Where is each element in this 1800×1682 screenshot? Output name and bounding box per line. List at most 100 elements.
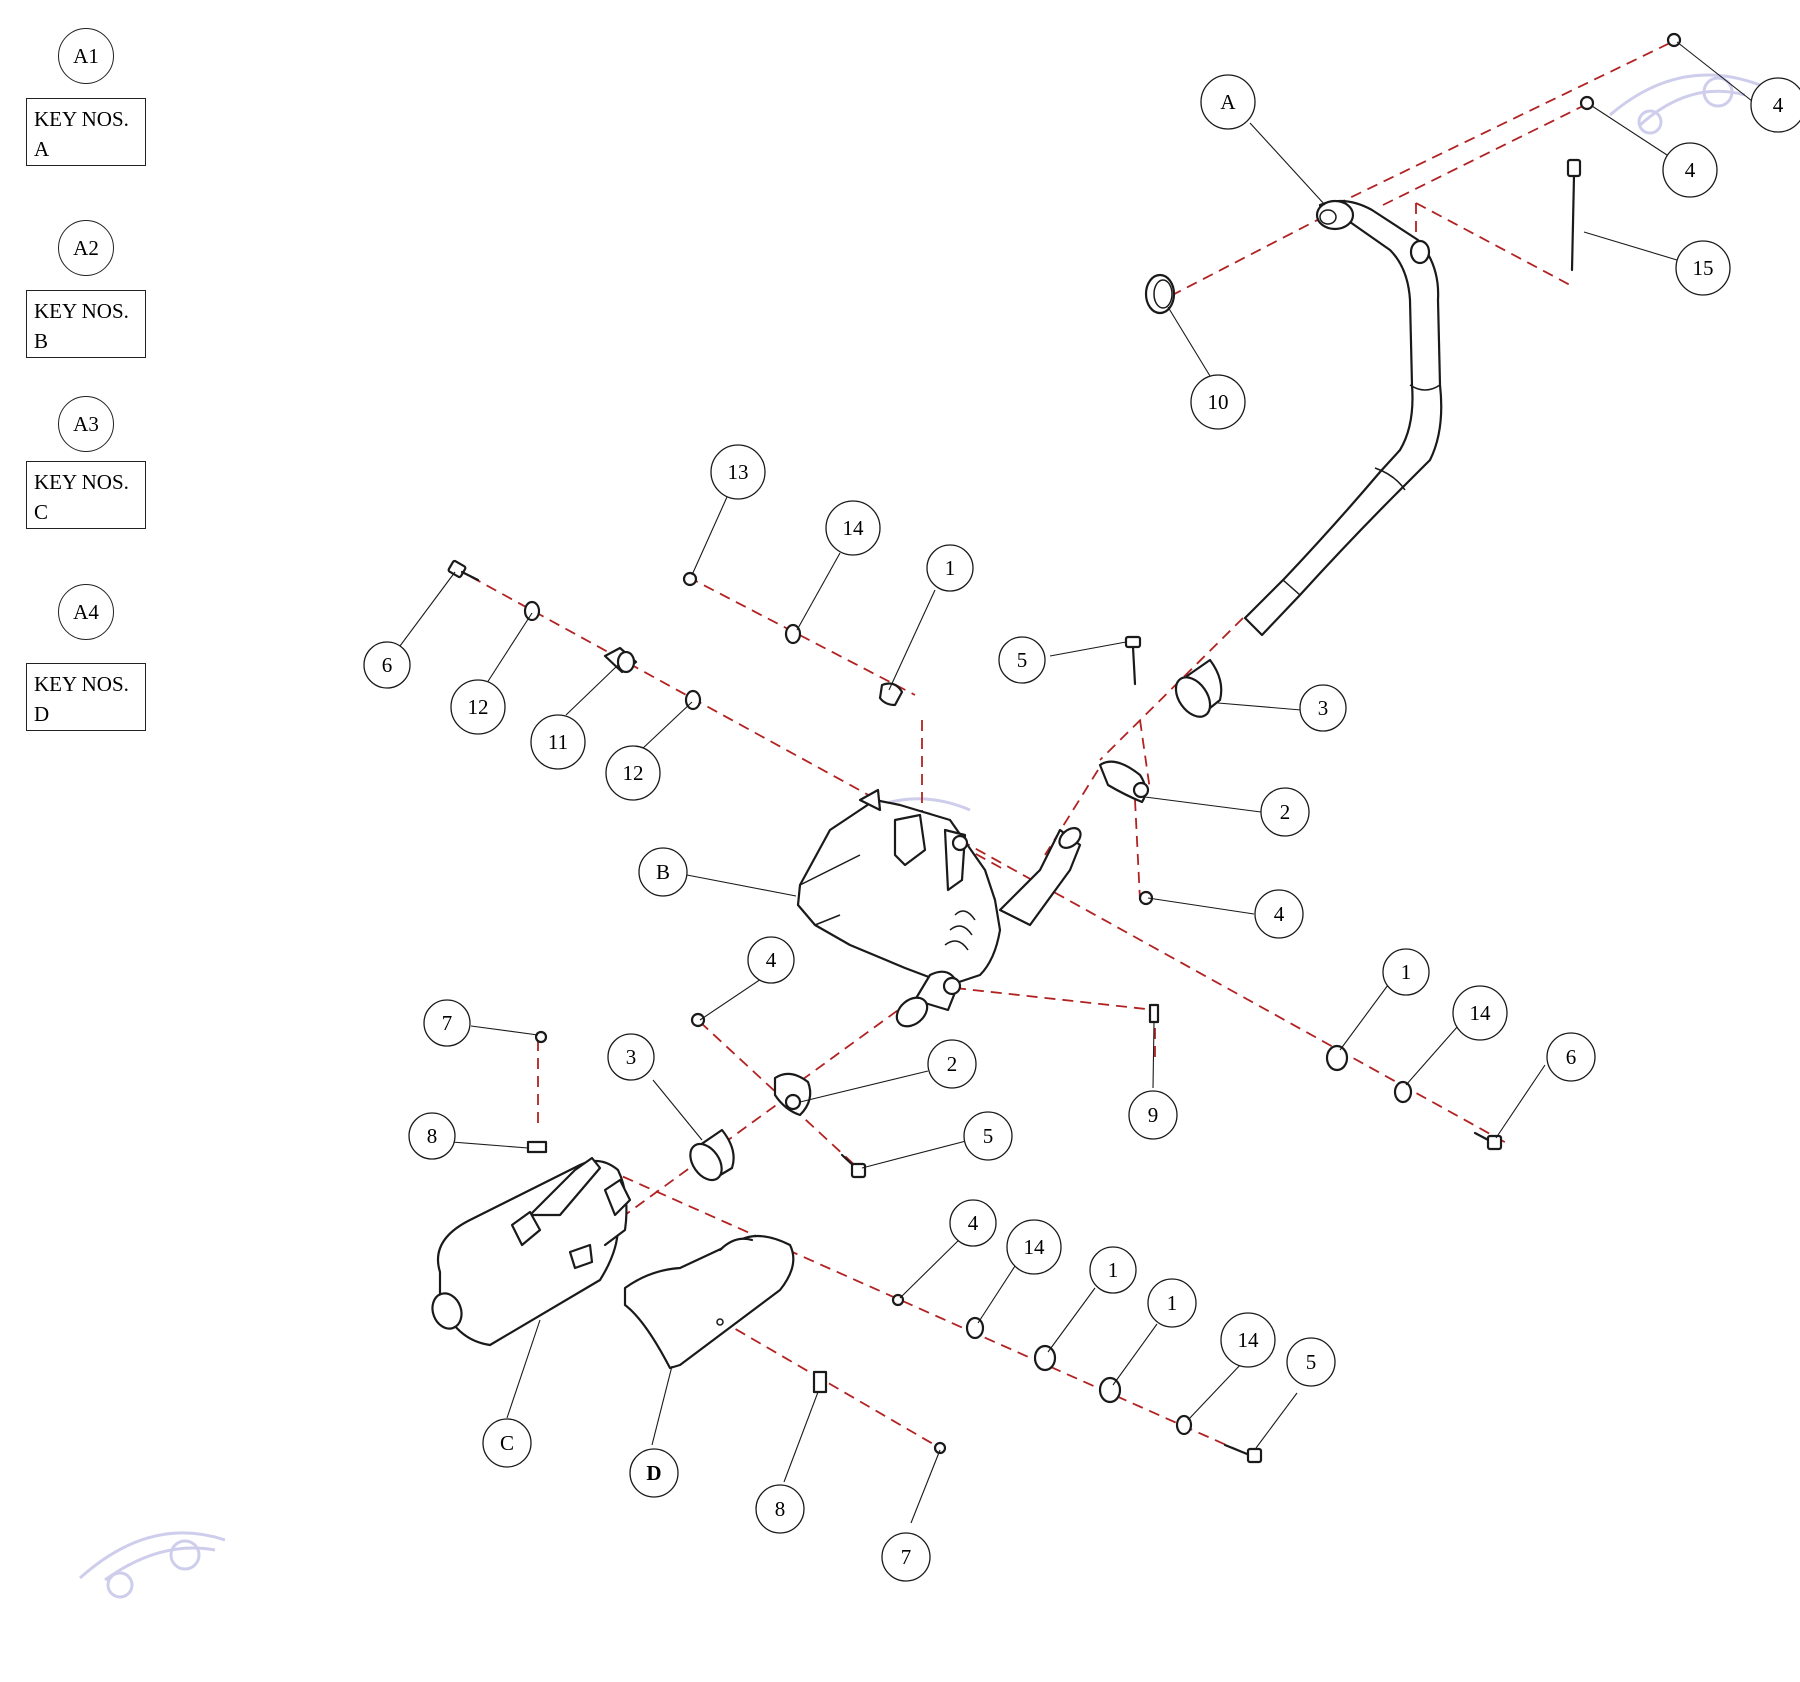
callout-5: 5 bbox=[963, 1111, 1013, 1161]
group-label-a2: A2 bbox=[58, 220, 114, 276]
svg-text:4: 4 bbox=[1773, 93, 1784, 117]
grommet-part bbox=[1098, 1376, 1122, 1404]
svg-text:12: 12 bbox=[623, 761, 644, 785]
clip-part bbox=[812, 1370, 828, 1394]
callout-B: B bbox=[638, 847, 688, 897]
svg-text:6: 6 bbox=[1566, 1045, 1577, 1069]
svg-text:1: 1 bbox=[1167, 1291, 1178, 1315]
leader-lines bbox=[396, 41, 1753, 1524]
svg-text:C: C bbox=[500, 1431, 514, 1455]
callout-2: 2 bbox=[927, 1039, 977, 1089]
svg-text:4: 4 bbox=[968, 1211, 979, 1235]
callouts: A 4 4 15 10 13 14 1 5 3 6 12 11 12 2 B 4… bbox=[363, 74, 1800, 1582]
grommet-part bbox=[1325, 1044, 1349, 1072]
legend-key: A bbox=[34, 137, 50, 161]
svg-text:14: 14 bbox=[1470, 1001, 1492, 1025]
legend-box-a: KEY NOS. A bbox=[26, 98, 146, 166]
svg-text:10: 10 bbox=[1208, 390, 1229, 414]
callout-11: 11 bbox=[530, 714, 586, 770]
callout-10: 10 bbox=[1190, 374, 1246, 430]
assembly-lines bbox=[454, 41, 1673, 1461]
callout-4: 4 bbox=[1750, 77, 1800, 133]
callout-8: 8 bbox=[755, 1484, 805, 1534]
callout-4: 4 bbox=[1254, 889, 1304, 939]
callout-13: 13 bbox=[710, 444, 766, 500]
svg-text:1: 1 bbox=[1401, 960, 1412, 984]
washer-part bbox=[784, 623, 802, 645]
sleeve-part bbox=[689, 1128, 735, 1182]
clamp-part bbox=[773, 1072, 812, 1117]
header-pipe-part bbox=[1243, 199, 1443, 637]
callout-2: 2 bbox=[1260, 787, 1310, 837]
washer-part bbox=[1393, 1080, 1413, 1104]
nut-part bbox=[534, 1030, 548, 1044]
nut-part bbox=[1579, 32, 1682, 111]
legend-box-d: KEY NOS. D bbox=[26, 663, 146, 731]
clip-part bbox=[526, 1140, 548, 1154]
callout-12: 12 bbox=[450, 679, 506, 735]
legend-title: KEY NOS. bbox=[34, 107, 129, 131]
callout-14: 14 bbox=[1220, 1312, 1276, 1368]
callout-1: 1 bbox=[926, 544, 974, 592]
svg-text:A: A bbox=[1220, 90, 1236, 114]
svg-text:4: 4 bbox=[1274, 902, 1285, 926]
callout-C: C bbox=[482, 1418, 532, 1468]
svg-text:1: 1 bbox=[1108, 1258, 1119, 1282]
callout-3: 3 bbox=[607, 1033, 655, 1081]
svg-text:2: 2 bbox=[947, 1052, 958, 1076]
svg-text:B: B bbox=[656, 860, 670, 884]
callout-1: 1 bbox=[1089, 1246, 1137, 1294]
washer-part bbox=[1175, 1414, 1193, 1436]
washer-part bbox=[965, 1316, 985, 1340]
washer-part bbox=[523, 600, 702, 711]
callout-3: 3 bbox=[1299, 684, 1347, 732]
svg-text:1: 1 bbox=[945, 556, 956, 580]
nut-part bbox=[933, 1441, 947, 1455]
svg-text:14: 14 bbox=[1024, 1235, 1046, 1259]
callout-7: 7 bbox=[881, 1532, 931, 1582]
svg-text:8: 8 bbox=[775, 1497, 786, 1521]
bolt-part bbox=[1473, 1131, 1503, 1151]
legend-box-c: KEY NOS. C bbox=[26, 461, 146, 529]
bolt-part bbox=[1124, 635, 1142, 686]
legend-key: C bbox=[34, 500, 49, 524]
callout-14: 14 bbox=[1006, 1219, 1062, 1275]
nut-part bbox=[682, 571, 698, 587]
callout-8: 8 bbox=[408, 1112, 456, 1160]
bolt-part bbox=[840, 1153, 867, 1179]
callout-4: 4 bbox=[747, 936, 795, 984]
group-label-a3: A3 bbox=[58, 396, 114, 452]
legend-box-b: KEY NOS. B bbox=[26, 290, 146, 358]
clamp-part bbox=[1098, 760, 1150, 804]
svg-text:13: 13 bbox=[728, 460, 749, 484]
callout-5: 5 bbox=[1286, 1337, 1336, 1387]
nut-part bbox=[690, 1012, 706, 1028]
svg-text:5: 5 bbox=[1306, 1350, 1317, 1374]
callout-6: 6 bbox=[1546, 1032, 1596, 1082]
svg-text:9: 9 bbox=[1148, 1103, 1159, 1127]
callout-A: A bbox=[1200, 74, 1256, 130]
bolt-part bbox=[1223, 1443, 1263, 1464]
grommet-part bbox=[1033, 1344, 1057, 1372]
svg-text:4: 4 bbox=[766, 948, 777, 972]
silencer-canister-part bbox=[431, 1156, 632, 1347]
callout-1: 1 bbox=[1147, 1278, 1197, 1328]
callout-12: 12 bbox=[605, 745, 661, 801]
sensor-stud-part bbox=[1566, 158, 1582, 272]
svg-text:12: 12 bbox=[468, 695, 489, 719]
callout-4: 4 bbox=[949, 1199, 997, 1247]
callout-7: 7 bbox=[423, 999, 471, 1047]
svg-text:5: 5 bbox=[983, 1124, 994, 1148]
watermark-logo bbox=[1609, 73, 1761, 135]
callout-5: 5 bbox=[998, 636, 1046, 684]
svg-text:14: 14 bbox=[1238, 1328, 1260, 1352]
svg-text:D: D bbox=[646, 1461, 661, 1485]
group-label-a1: A1 bbox=[58, 28, 114, 84]
svg-text:7: 7 bbox=[901, 1545, 912, 1569]
svg-text:5: 5 bbox=[1017, 648, 1028, 672]
svg-text:14: 14 bbox=[843, 516, 865, 540]
callout-14: 14 bbox=[1452, 985, 1508, 1041]
group-label-a4: A4 bbox=[58, 584, 114, 640]
svg-text:6: 6 bbox=[382, 653, 393, 677]
